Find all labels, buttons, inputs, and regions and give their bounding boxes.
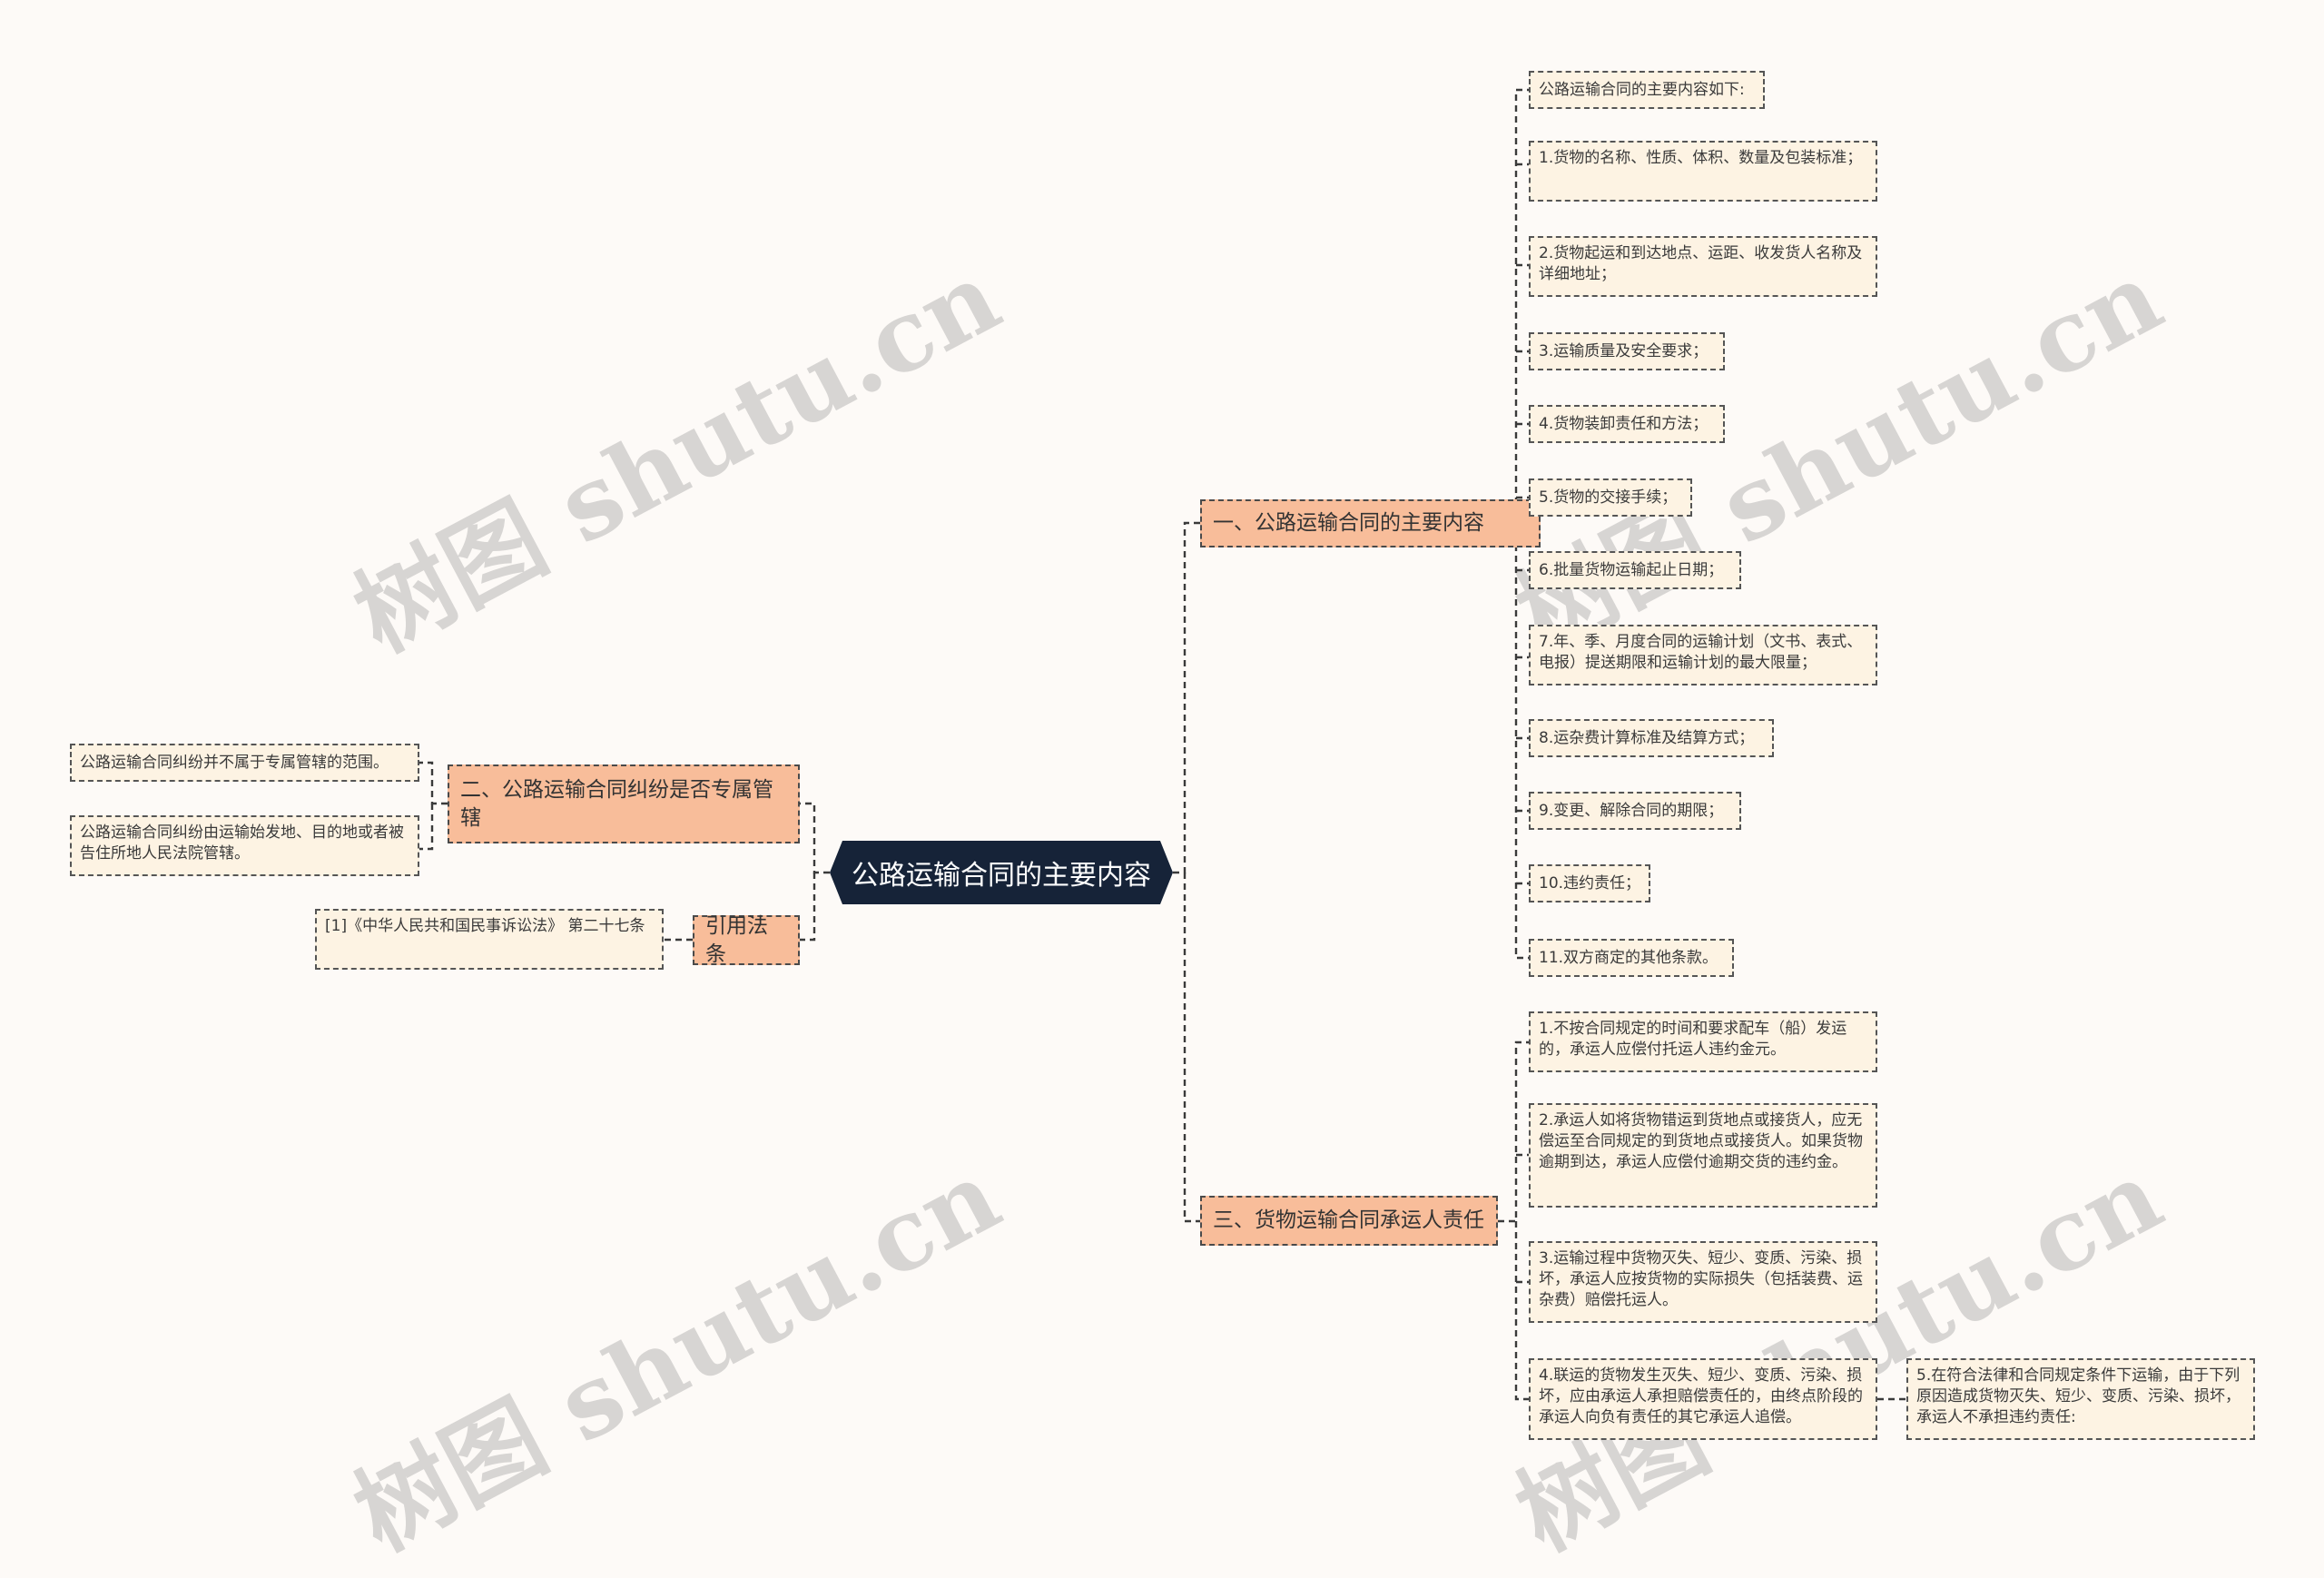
connector	[1516, 163, 1529, 885]
content-item[interactable]: 6.批量货物运输起止日期；	[1529, 551, 1741, 589]
connector	[1498, 1040, 1529, 1223]
connector	[1514, 1221, 1529, 1401]
connector	[1173, 521, 1200, 874]
root-topic[interactable]: 公路运输合同的主要内容	[830, 841, 1173, 904]
branch-citation[interactable]: 引用法条	[693, 914, 800, 966]
jurisdiction-item[interactable]: 公路运输合同纠纷由运输始发地、目的地或者被告住所地人民法院管辖。	[70, 815, 419, 876]
content-item[interactable]: 9.变更、解除合同的期限；	[1529, 792, 1741, 830]
content-item[interactable]: 2.货物起运和到达地点、运距、收发货人名称及详细地址；	[1529, 236, 1877, 297]
content-item[interactable]: 5.货物的交接手续；	[1529, 478, 1692, 517]
connector-lines	[419, 88, 1906, 1401]
citation-item[interactable]: [1]《中华人民共和国民事诉讼法》 第二十七条	[315, 909, 664, 970]
branch-main-content[interactable]: 一、公路运输合同的主要内容	[1200, 499, 1541, 547]
content-item[interactable]: 10.违约责任；	[1529, 864, 1650, 902]
connector	[1183, 873, 1200, 1223]
content-item[interactable]: 7.年、季、月度合同的运输计划（文书、表式、电报）提送期限和运输计划的最大限量；	[1529, 625, 1877, 685]
branch-jurisdiction[interactable]: 二、公路运输合同纠纷是否专属管辖	[448, 764, 800, 843]
connector	[1514, 523, 1529, 960]
liability-item[interactable]: 2.承运人如将货物错运到货地点或接货人，应无偿运至合同规定的到货地点或接货人。如…	[1529, 1103, 1877, 1208]
content-item[interactable]: 4.货物装卸责任和方法；	[1529, 405, 1725, 443]
content-item[interactable]: 11.双方商定的其他条款。	[1529, 939, 1734, 977]
content-item[interactable]: 8.运杂费计算标准及结算方式；	[1529, 719, 1774, 757]
liability-item[interactable]: 4.联运的货物发生灭失、短少、变质、污染、损坏，应由承运人承担赔偿责任的，由终点…	[1529, 1358, 1877, 1440]
liability-item[interactable]: 1.不按合同规定的时间和要求配车（船）发运的，承运人应偿付托运人违约金元。	[1529, 1011, 1877, 1072]
liability-sub-item[interactable]: 5.在符合法律和合同规定条件下运输，由于下列原因造成货物灭失、短少、变质、污染、…	[1906, 1358, 2255, 1440]
content-item[interactable]: 公路运输合同的主要内容如下:	[1529, 71, 1765, 109]
content-item[interactable]: 3.运输质量及安全要求；	[1529, 332, 1725, 370]
connector	[800, 802, 830, 874]
connector	[1516, 1153, 1529, 1284]
content-item[interactable]: 1.货物的名称、性质、体积、数量及包装标准；	[1529, 141, 1877, 202]
jurisdiction-item[interactable]: 公路运输合同纠纷并不属于专属管辖的范围。	[70, 744, 419, 782]
liability-item[interactable]: 3.运输过程中货物灭失、短少、变质、污染、损坏，承运人应按货物的实际损失（包括装…	[1529, 1241, 1877, 1323]
connector	[419, 761, 448, 805]
connector	[800, 873, 816, 942]
branch-carrier-liability[interactable]: 三、货物运输合同承运人责任	[1200, 1196, 1498, 1246]
connector	[419, 804, 434, 851]
